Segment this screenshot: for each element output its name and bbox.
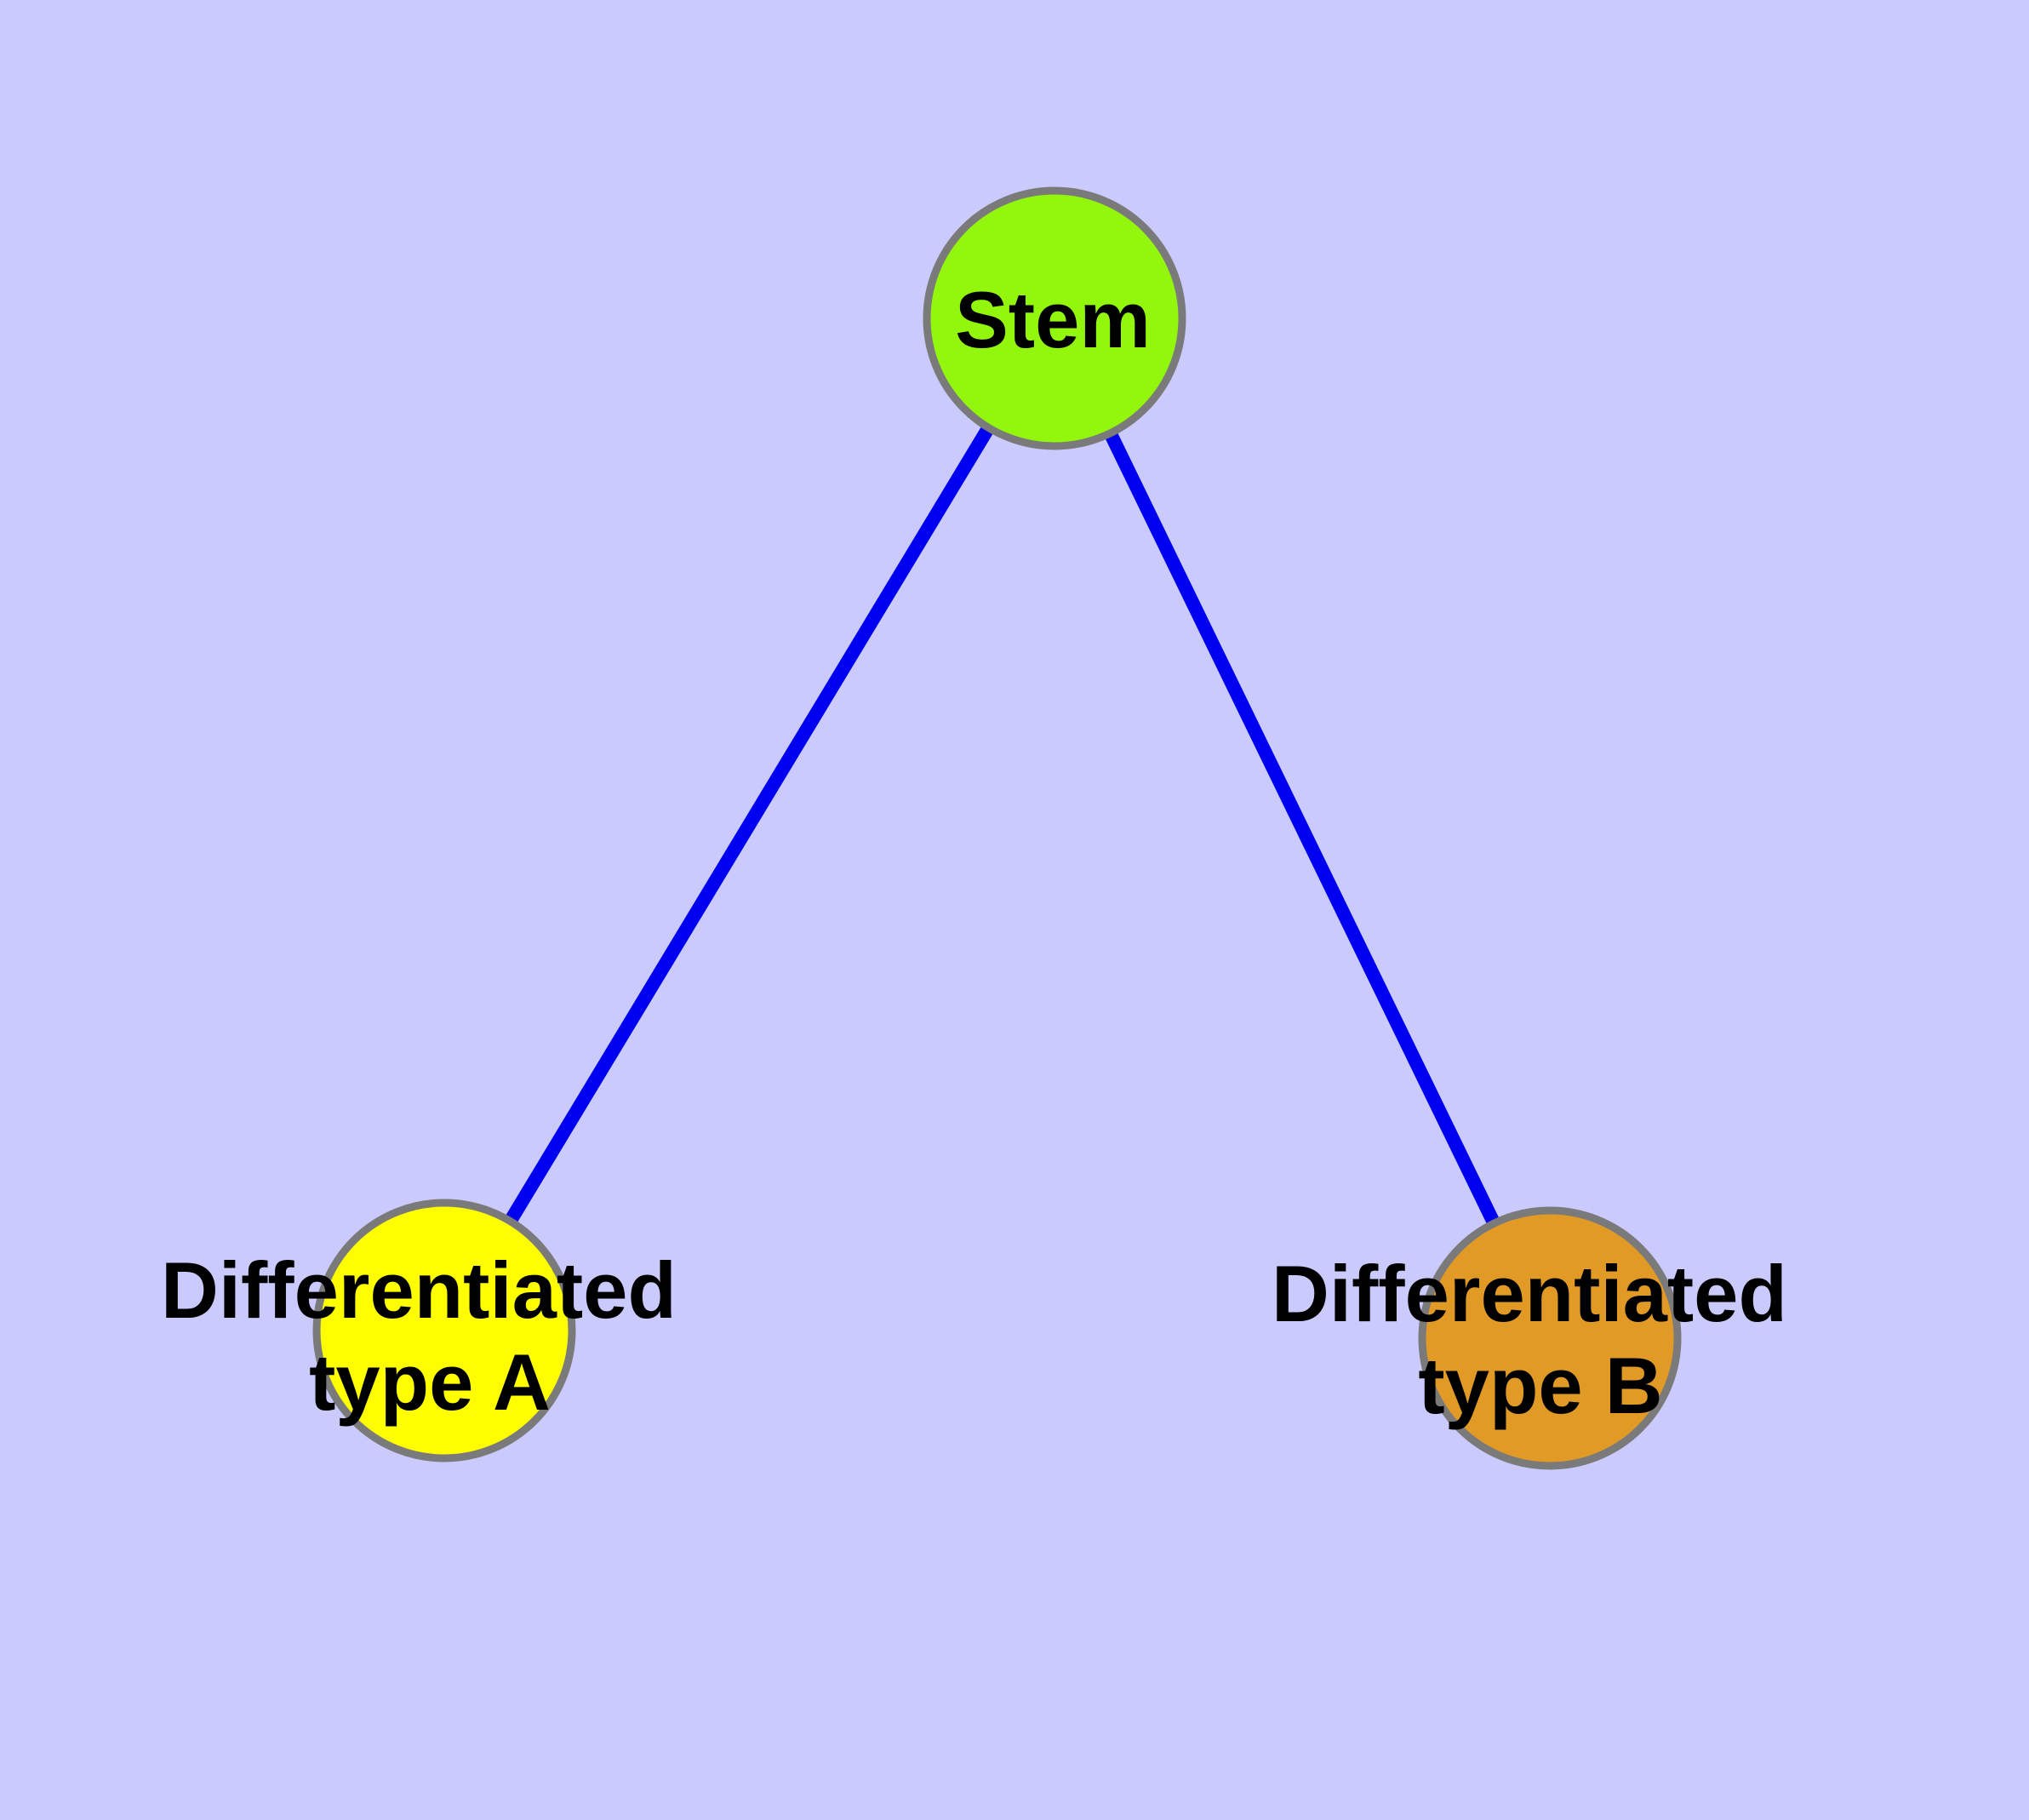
node-differentiated-type-a	[312, 1199, 576, 1462]
label-line: Differentiated	[161, 1245, 677, 1335]
edge-stem-to-type-b	[1048, 315, 1557, 1342]
label-line: type B	[1418, 1341, 1662, 1430]
node-label-differentiated-type-b: Differentiated type B	[1272, 1249, 1809, 1430]
label-line: type A	[309, 1337, 551, 1427]
edge-stem-to-type-a	[438, 314, 1060, 1335]
node-label-stem: Stem	[955, 275, 1151, 364]
label-line: Differentiated	[1272, 1249, 1787, 1338]
node-label-differentiated-type-a: Differentiated type A	[161, 1245, 699, 1427]
node-stem	[923, 186, 1186, 450]
node-differentiated-type-b	[1418, 1206, 1682, 1470]
